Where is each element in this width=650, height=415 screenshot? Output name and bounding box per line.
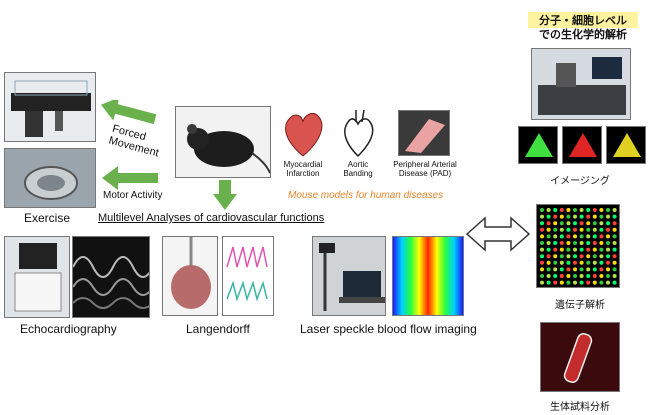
imaging-fluorescence-3 [606, 126, 646, 164]
echo-device-photo [4, 236, 70, 318]
laser-device-illustration [319, 243, 385, 311]
imaging-label: イメージング [550, 176, 610, 187]
down-arrow-icon [213, 180, 237, 210]
motor-arrow-icon [102, 166, 158, 190]
mouse-photo [175, 106, 271, 178]
treadmill-illustration [11, 80, 91, 137]
heart-mi-icon [285, 113, 323, 157]
ab-label-line2: Banding [343, 169, 373, 178]
bio-sample-photo [540, 322, 620, 392]
langendorff-heart-photo [162, 236, 218, 316]
motor-activity-label: Motor Activity [103, 190, 163, 201]
blood-flow-image [392, 236, 464, 316]
echo-device-illustration [14, 243, 62, 312]
imaging-fluorescence-1 [518, 126, 558, 164]
isolated-heart-illustration [171, 237, 211, 309]
gene-analysis-label: 遺伝子解析 [555, 300, 605, 311]
microscope-illustration [538, 57, 626, 115]
bio-sample-label: 生体試料分析 [550, 402, 610, 413]
laser-speckle-device-photo [312, 236, 386, 316]
mouse-models-caption: Mouse models for human diseases [288, 190, 444, 201]
headline-jp-line2: での生化学的解析 [539, 29, 627, 41]
mi-label-line2: Infarction [286, 169, 320, 178]
pad-label-line2: Disease (PAD) [398, 169, 452, 178]
echocardiography-label: Echocardiography [20, 322, 117, 336]
pad-illustration [405, 119, 445, 153]
headline-jp-line1: 分子・細胞レベル [528, 12, 638, 28]
mi-label-line1: Myocardial [283, 160, 323, 169]
pad-label-line1: Peripheral Arterial [393, 160, 457, 169]
langendorff-label: Langendorff [186, 322, 250, 336]
heart-aortic-icon [344, 109, 374, 158]
mouse-illustration [187, 124, 270, 174]
imaging-fluorescence-2 [562, 126, 602, 164]
pressure-trace-illustration [226, 246, 268, 302]
ab-label-line1: Aortic [347, 160, 369, 169]
microarray-photo [536, 204, 620, 288]
bidirectional-arrow-icon [465, 216, 531, 252]
microarray-illustration [540, 208, 617, 285]
microscope-photo [531, 48, 631, 120]
treadmill-photo [4, 72, 96, 142]
echo-trace-illustration [73, 256, 149, 309]
multilevel-title: Multilevel Analyses of cardiovascular fu… [98, 212, 325, 224]
langendorff-trace-photo [222, 236, 274, 316]
forced-arrow-icon [100, 100, 157, 125]
activity-wheel-illustration [24, 166, 78, 200]
laser-speckle-label: Laser speckle blood flow imaging [300, 322, 477, 336]
exercise-label: Exercise [24, 211, 71, 225]
echo-trace-photo [72, 236, 150, 318]
motor-activity-photo [4, 148, 96, 208]
sample-tube-illustration [563, 333, 593, 383]
pad-photo [398, 110, 450, 156]
